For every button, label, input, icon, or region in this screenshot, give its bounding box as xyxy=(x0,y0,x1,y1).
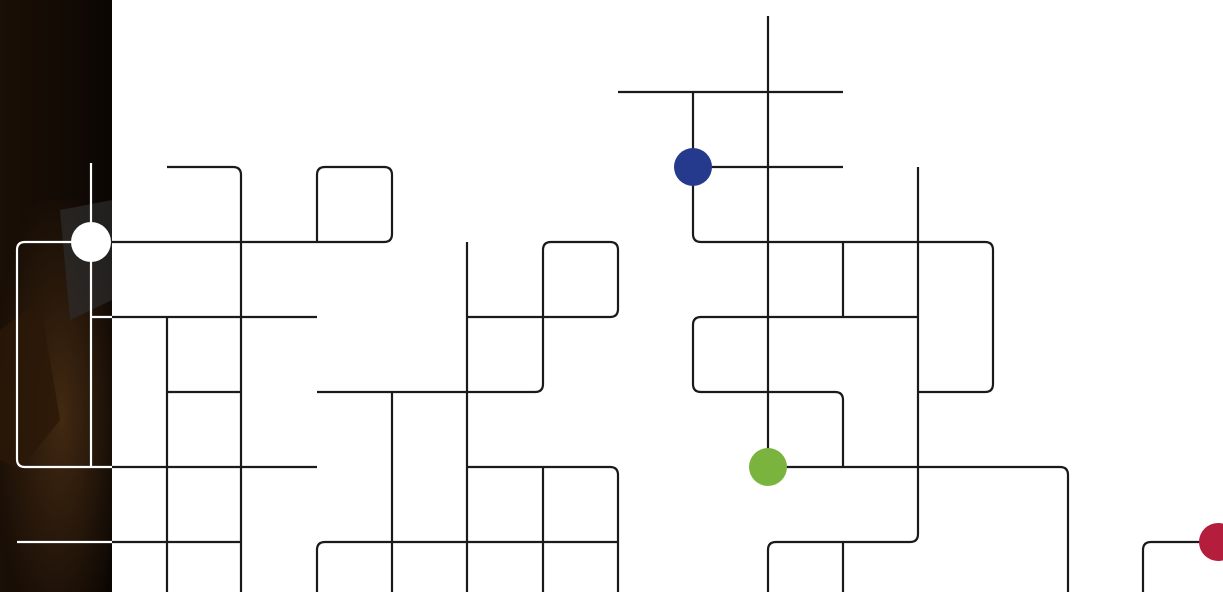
network-line xyxy=(112,167,392,242)
network-line xyxy=(167,167,241,592)
node-green xyxy=(749,448,787,486)
network-line xyxy=(693,92,993,392)
node-red xyxy=(1199,523,1223,561)
network-line xyxy=(693,317,918,467)
network-nodes xyxy=(71,148,1223,561)
network-line xyxy=(17,242,112,467)
network-lines-over-photo xyxy=(17,163,112,542)
node-blue xyxy=(674,148,712,186)
network-lines xyxy=(112,16,1212,592)
node-white xyxy=(71,222,111,262)
network-line xyxy=(768,167,918,592)
